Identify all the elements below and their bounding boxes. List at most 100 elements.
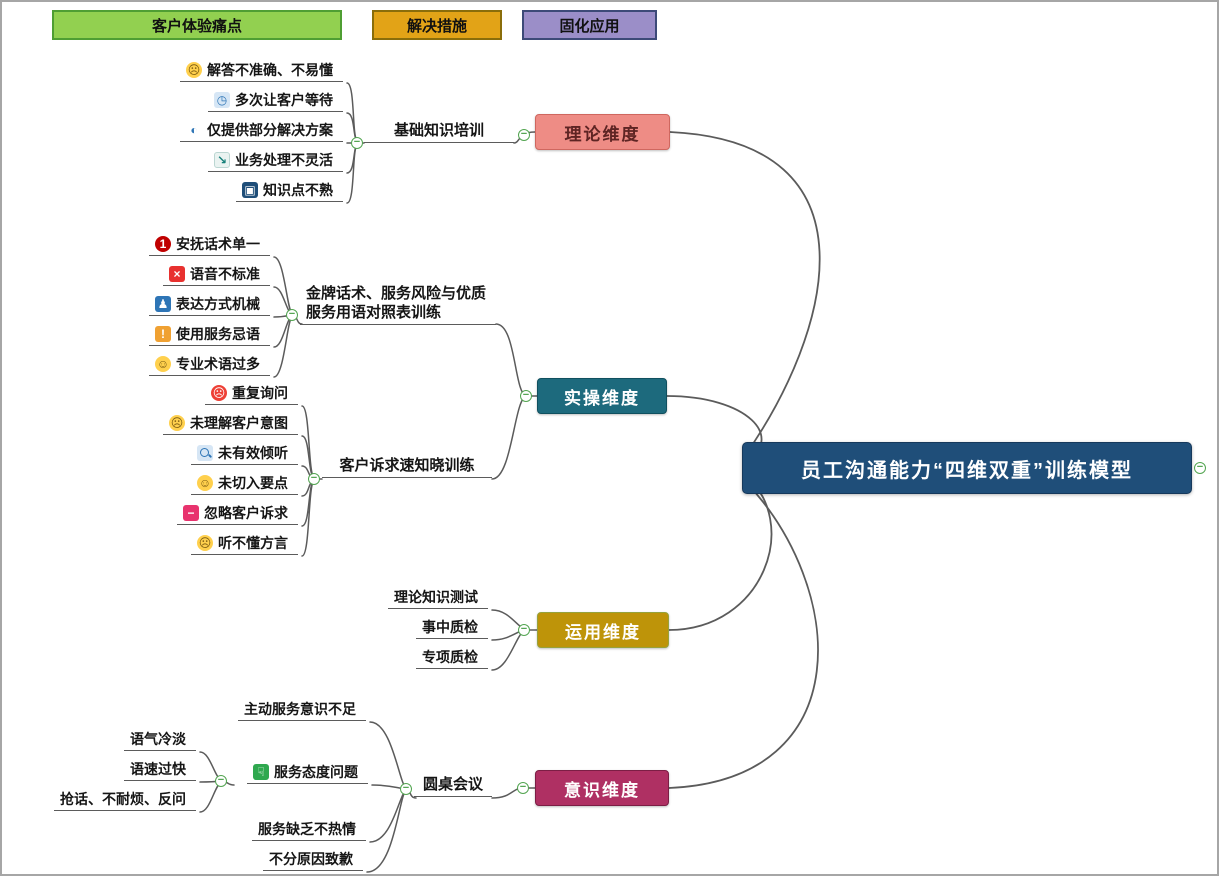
pain-too-much-jargon[interactable]: ☺ 专业术语过多 — [149, 354, 270, 376]
solution-label: 金牌话术、服务风险与优质服务用语对照表训练 — [306, 285, 487, 321]
solution-theory-test[interactable]: 理论知识测试 — [388, 587, 488, 609]
pain-label: 语速过快 — [130, 760, 186, 777]
pain-label: 抢话、不耐烦、反问 — [60, 790, 186, 807]
arrow-down-right-icon: ↘ — [214, 151, 230, 168]
solution-basic-knowledge-training[interactable]: 基础知识培训 — [364, 121, 514, 143]
legend-solutions[interactable]: 解决措施 — [372, 10, 502, 40]
minus-mark-icon: − — [183, 504, 199, 521]
solution-roundtable-meeting[interactable]: 圆桌会议 — [414, 775, 492, 797]
pain-interrupt-impatient[interactable]: 抢话、不耐烦、反问 — [54, 789, 196, 811]
magnifier-icon — [197, 444, 213, 461]
solution-customer-demand-training[interactable]: 客户诉求速知晓训练 — [322, 456, 492, 478]
pain-label: 语音不标准 — [190, 265, 260, 282]
pain-ignore-demands[interactable]: − 忽略客户诉求 — [177, 503, 298, 525]
pain-cold-tone[interactable]: 语气冷淡 — [124, 729, 196, 751]
solution-label: 客户诉求速知晓训练 — [339, 457, 475, 474]
pain-partial-solution[interactable]: ◐ 仅提供部分解决方案 — [180, 120, 343, 142]
x-mark-icon: × — [169, 265, 185, 282]
pain-label: 忽略客户诉求 — [204, 504, 288, 521]
pain-label: 表达方式机械 — [176, 295, 260, 312]
legend-applications[interactable]: 固化应用 — [522, 10, 657, 40]
thumbs-down-icon: ☟ — [253, 763, 269, 780]
pain-label: 仅提供部分解决方案 — [207, 121, 333, 138]
pain-fast-speech[interactable]: 语速过快 — [124, 759, 196, 781]
solution-script-training[interactable]: 金牌话术、服务风险与优质服务用语对照表训练 — [300, 284, 496, 325]
collapse-icon[interactable] — [518, 129, 530, 141]
collapse-icon[interactable] — [400, 783, 412, 795]
topic-application-dimension[interactable]: 运用维度 — [537, 612, 669, 648]
unamused-face-icon: ☺ — [197, 474, 213, 491]
pain-label: 语气冷淡 — [130, 730, 186, 747]
solution-label: 基础知识培训 — [393, 122, 484, 139]
pain-label: 未切入要点 — [218, 474, 288, 491]
solution-label: 理论知识测试 — [394, 588, 478, 605]
collapse-icon[interactable] — [308, 473, 320, 485]
alarm-clock-icon: ◷ — [214, 91, 230, 108]
root-topic-label: 员工沟通能力“四维双重”训练模型 — [801, 459, 1133, 482]
mechanical-icon: ♟ — [155, 295, 171, 312]
topic-label: 理论维度 — [564, 124, 641, 144]
pain-label: 专业术语过多 — [176, 355, 260, 372]
angry-face-icon: ☹ — [211, 384, 227, 401]
collapse-icon[interactable] — [520, 390, 532, 402]
pain-apologize-without-reason[interactable]: 不分原因致歉 — [263, 849, 363, 871]
pain-insufficient-proactive-service[interactable]: 主动服务意识不足 — [238, 699, 366, 721]
collapse-icon[interactable] — [351, 137, 363, 149]
pain-label: 使用服务忌语 — [176, 325, 260, 342]
collapse-icon[interactable] — [517, 782, 529, 794]
pain-label: 服务态度问题 — [274, 763, 358, 780]
root-topic[interactable]: 员工沟通能力“四维双重”训练模型 — [742, 442, 1192, 494]
pain-lack-enthusiasm[interactable]: 服务缺乏不热情 — [252, 819, 366, 841]
collapse-icon[interactable] — [1194, 462, 1206, 474]
wink-face-icon: ☺ — [155, 355, 171, 372]
pain-misunderstand-intent[interactable]: ☹ 未理解客户意图 — [163, 413, 298, 435]
dialect-face-icon: ☹ — [197, 534, 213, 551]
number-1-icon: 1 — [155, 235, 171, 252]
pain-taboo-words[interactable]: ! 使用服务忌语 — [149, 324, 270, 346]
pain-label: 安抚话术单一 — [176, 235, 260, 252]
smirk-face-icon: ☹ — [186, 61, 202, 78]
pain-mechanical-expression[interactable]: ♟ 表达方式机械 — [149, 294, 270, 316]
pain-dialect-barrier[interactable]: ☹ 听不懂方言 — [191, 533, 298, 555]
topic-theory-dimension[interactable]: 理论维度 — [535, 114, 670, 150]
solution-special-qc[interactable]: 专项质检 — [416, 647, 488, 669]
pain-service-attitude[interactable]: ☟ 服务态度问题 — [247, 762, 368, 784]
pain-label: 服务缺乏不热情 — [258, 820, 356, 837]
pain-label: 不分原因致歉 — [269, 850, 353, 867]
pain-nonstandard-pronunciation[interactable]: × 语音不标准 — [163, 264, 270, 286]
collapse-icon[interactable] — [286, 309, 298, 321]
topic-practice-dimension[interactable]: 实操维度 — [537, 378, 667, 414]
pain-ineffective-listening[interactable]: 未有效倾听 — [191, 443, 298, 465]
pain-label: 听不懂方言 — [218, 534, 288, 551]
topic-awareness-dimension[interactable]: 意识维度 — [535, 770, 669, 806]
pain-label: 重复询问 — [232, 384, 288, 401]
pain-label: 多次让客户等待 — [235, 91, 333, 108]
topic-label: 意识维度 — [564, 780, 640, 800]
legend-pain-points[interactable]: 客户体验痛点 — [52, 10, 342, 40]
topic-label: 运用维度 — [565, 622, 641, 642]
pain-label: 解答不准确、不易懂 — [207, 61, 333, 78]
pain-label: 未有效倾听 — [218, 444, 288, 461]
pain-customer-waiting[interactable]: ◷ 多次让客户等待 — [208, 90, 343, 112]
pain-label: 未理解客户意图 — [190, 414, 288, 431]
pain-label: 知识点不熟 — [263, 181, 333, 198]
exclamation-icon: ! — [155, 325, 171, 342]
pain-unfamiliar-knowledge[interactable]: ▣ 知识点不熟 — [236, 180, 343, 202]
pain-single-soothing-script[interactable]: 1 安抚话术单一 — [149, 234, 270, 256]
collapse-icon[interactable] — [215, 775, 227, 787]
solution-label: 圆桌会议 — [422, 776, 483, 793]
confused-face-icon: ☹ — [169, 414, 185, 431]
legend-label: 客户体验痛点 — [151, 17, 242, 35]
solution-label: 事中质检 — [422, 618, 478, 635]
solution-label: 专项质检 — [422, 648, 478, 665]
pain-answer-inaccurate[interactable]: ☹ 解答不准确、不易懂 — [180, 60, 343, 82]
pain-miss-key-points[interactable]: ☺ 未切入要点 — [191, 473, 298, 495]
legend-label: 固化应用 — [559, 17, 620, 35]
solution-inprocess-qc[interactable]: 事中质检 — [416, 617, 488, 639]
pain-inflexible-processing[interactable]: ↘ 业务处理不灵活 — [208, 150, 343, 172]
collapse-icon[interactable] — [518, 624, 530, 636]
pain-repeated-questioning[interactable]: ☹ 重复询问 — [205, 383, 298, 405]
knowledge-icon: ▣ — [242, 181, 258, 198]
pain-label: 业务处理不灵活 — [235, 151, 333, 168]
